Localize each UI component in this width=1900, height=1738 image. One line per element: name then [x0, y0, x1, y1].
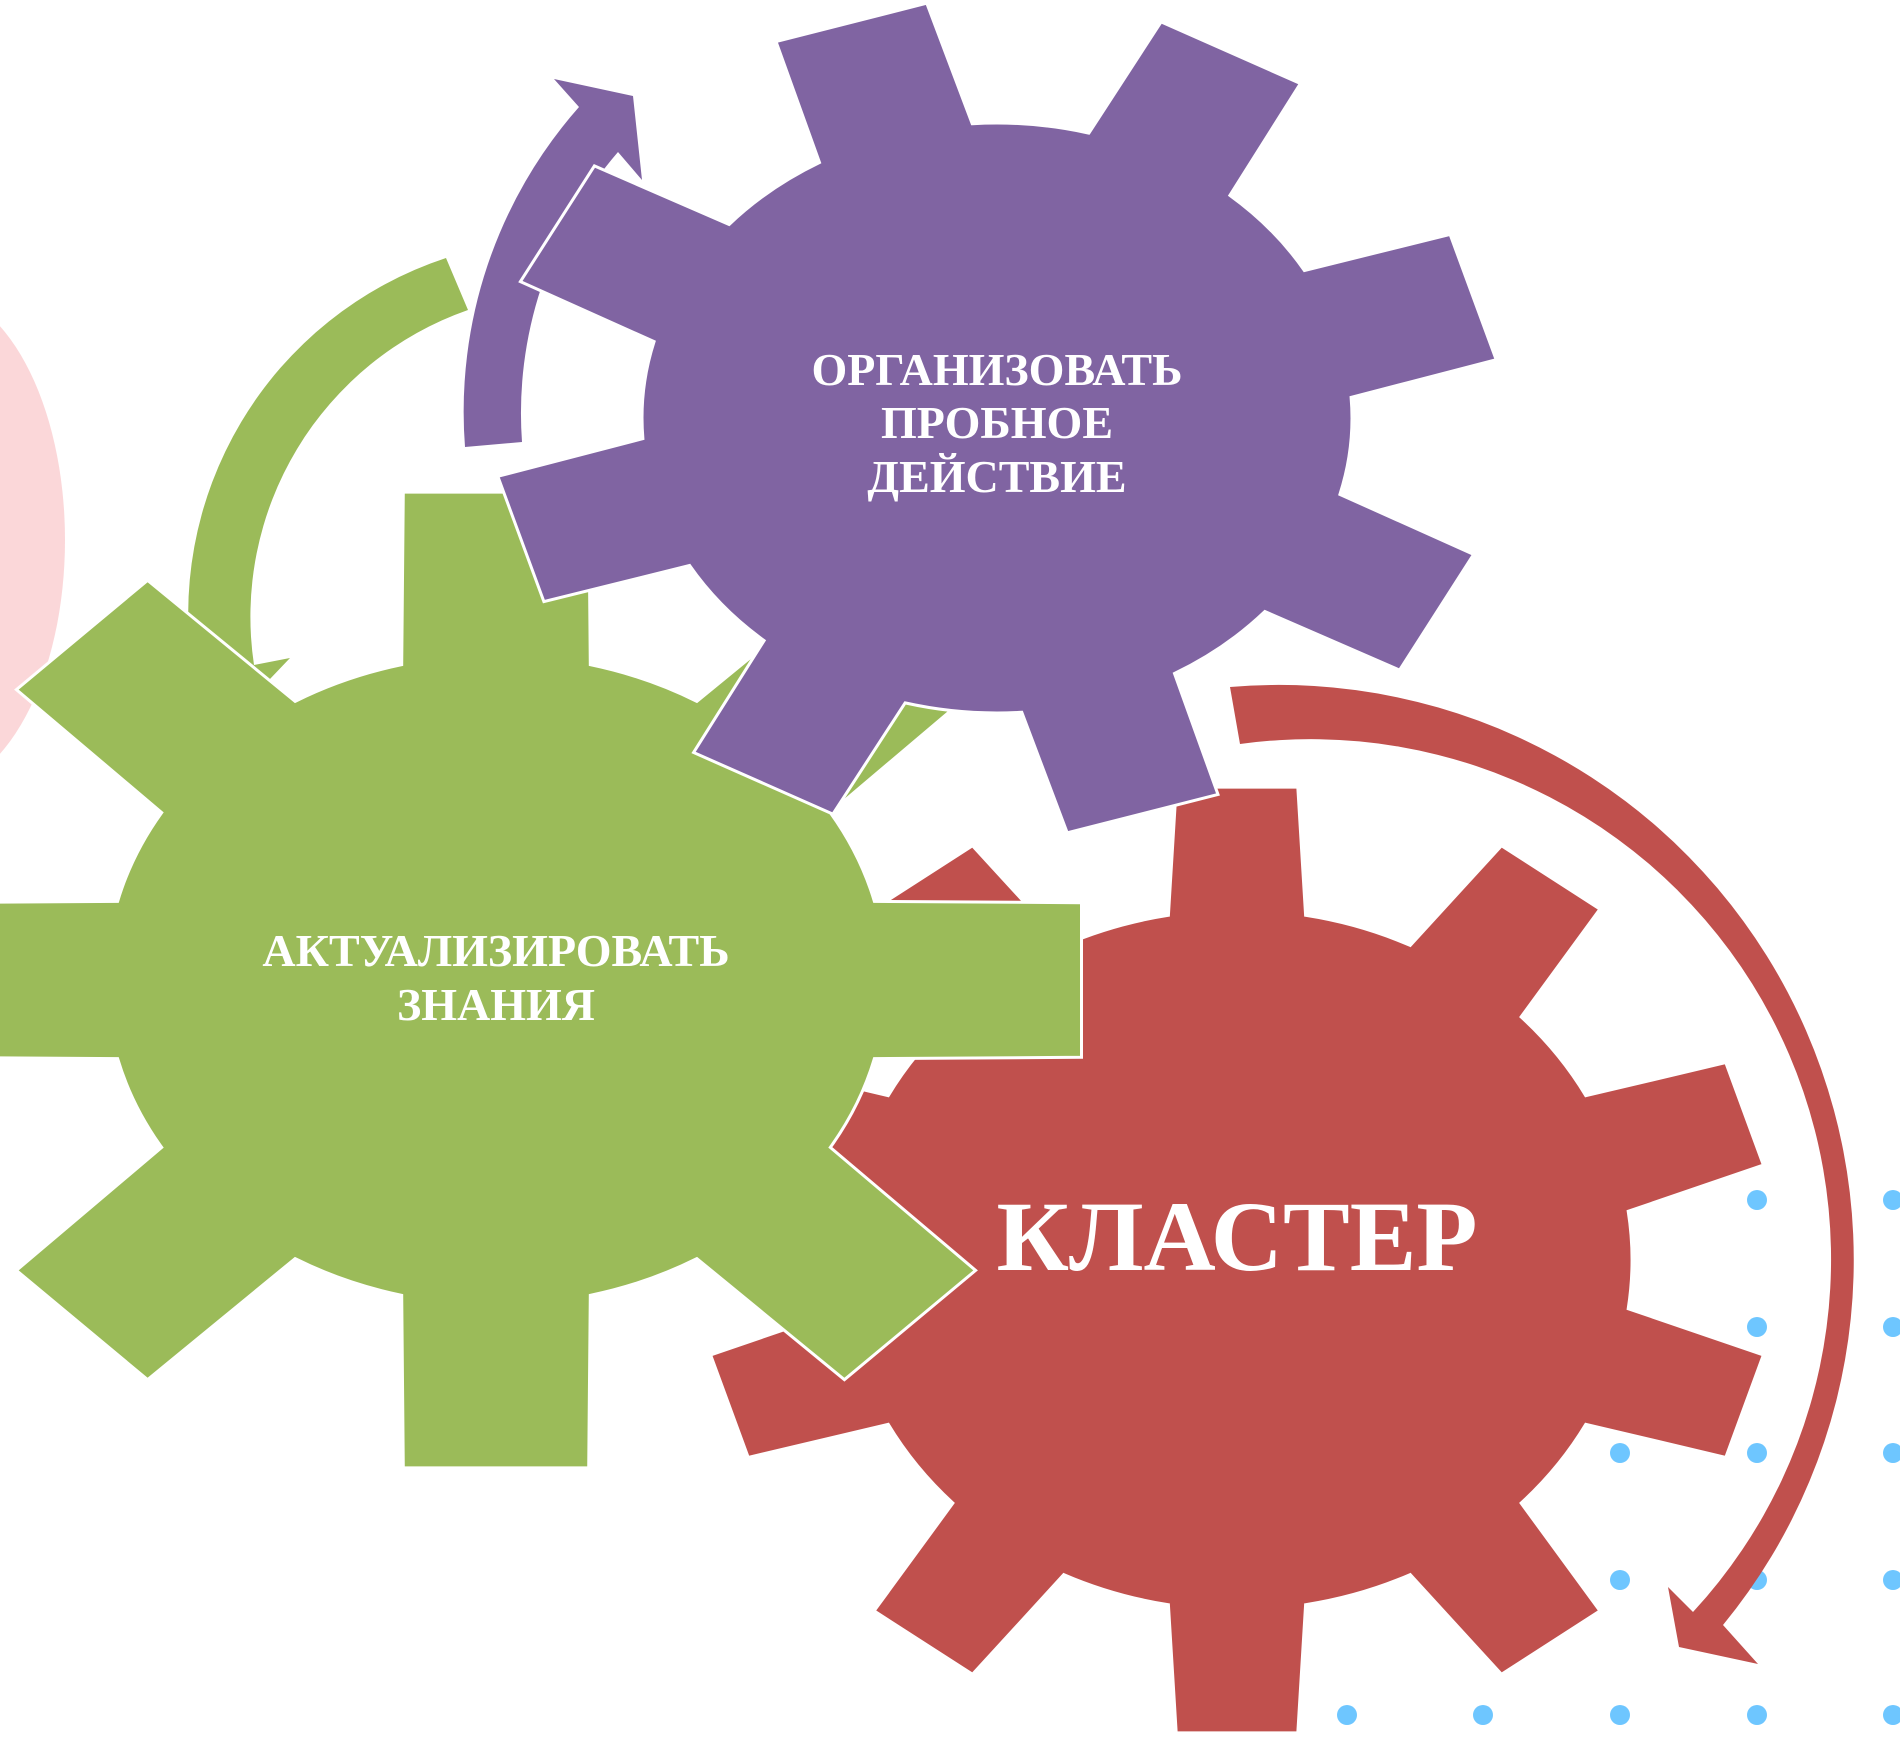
decorative-pink-blob: [0, 326, 65, 754]
green-cycle-arrow: [158, 258, 468, 721]
decorative-dot-5: [1883, 1190, 1900, 1210]
decorative-dot-9: [1747, 1317, 1767, 1337]
decorative-dot-10: [1883, 1317, 1900, 1337]
purple-gear-label-line-2: ПРОБНОЕ: [881, 397, 1113, 448]
decorative-dot-4: [1747, 1190, 1767, 1210]
decorative-dot-21: [1337, 1705, 1357, 1725]
green-gear-label-line-2: ЗНАНИЯ: [397, 979, 595, 1030]
decorative-dot-23: [1610, 1705, 1630, 1725]
green-gear-label-line-1: АКТУАЛИЗИРОВАТЬ: [262, 925, 729, 976]
purple-gear-label-line-3: ДЕЙСТВИЕ: [867, 451, 1126, 502]
decorative-dot-25: [1883, 1705, 1900, 1725]
decorative-dot-14: [1747, 1443, 1767, 1463]
decorative-dot-13: [1610, 1443, 1630, 1463]
decorative-dot-15: [1883, 1443, 1900, 1463]
red-gear-label-line-1: КЛАСТЕР: [997, 1181, 1478, 1292]
decorative-dot-22: [1473, 1705, 1493, 1725]
decorative-dot-24: [1747, 1705, 1767, 1725]
purple-gear-label-line-1: ОРГАНИЗОВАТЬ: [811, 344, 1182, 395]
purple-gear: ОРГАНИЗОВАТЬ ПРОБНОЕ ДЕЙСТВИЕ: [495, 1, 1499, 835]
decorative-dot-18: [1610, 1570, 1630, 1590]
decorative-dot-20: [1883, 1570, 1900, 1590]
